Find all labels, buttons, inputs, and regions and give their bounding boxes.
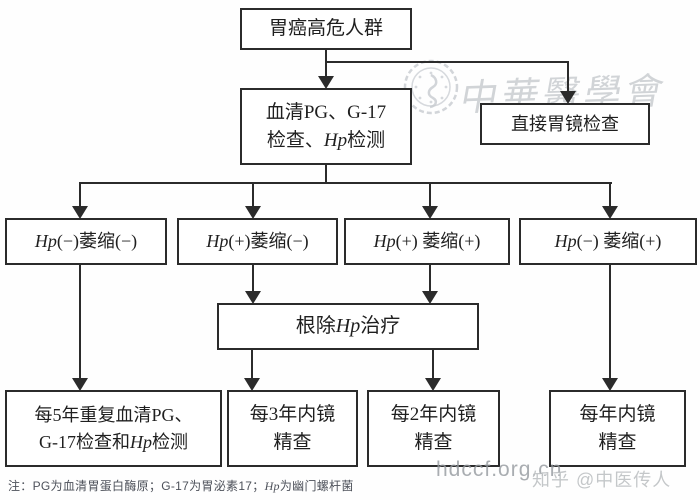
footnote: 注：PG为血清胃蛋白酶原；G-17为胃泌素17；Hp为幽门螺杆菌 xyxy=(8,479,354,493)
connector-drop-4 xyxy=(609,182,611,207)
node-label-line1: 每5年重复血清PG、 xyxy=(34,405,193,426)
connector-branch-gastroscopy-h xyxy=(325,61,569,63)
site-watermark: hdccf.org.cn xyxy=(436,458,563,481)
arrowhead-eradication-right xyxy=(422,291,438,304)
node-hp-eradication: 根除Hp治疗 xyxy=(217,303,479,350)
node-direct-gastroscopy: 直接胃镜检查 xyxy=(480,103,650,145)
node-hp-pos-atrophy-pos: Hp(+) 萎缩(+) xyxy=(344,218,510,265)
node-endoscopy-every-3-years: 每3年内镜 精查 xyxy=(227,390,358,467)
connector-d2-eradication xyxy=(252,265,254,292)
connector-highrisk-serum xyxy=(325,50,327,77)
node-label: 根除Hp治疗 xyxy=(295,315,401,337)
connector-d1-repeat5y xyxy=(79,265,81,379)
arrowhead-gastroscopy xyxy=(560,91,576,104)
arrowhead-branch-3 xyxy=(422,206,438,219)
arrowhead-annual xyxy=(602,378,618,391)
connector-eradication-3y xyxy=(251,350,253,379)
node-hp-neg-atrophy-neg: Hp(−)萎缩(−) xyxy=(5,218,167,265)
node-label-line1: 每3年内镜 xyxy=(249,403,336,425)
distribution-line xyxy=(79,182,612,184)
connector-drop-3 xyxy=(429,182,431,207)
node-label-line2: 检查、Hp检测 xyxy=(266,129,386,151)
connector-d3-eradication xyxy=(429,265,431,292)
node-label-line2: 精查 xyxy=(598,431,637,453)
arrowhead-branch-4 xyxy=(602,206,618,219)
node-hp-neg-atrophy-pos: Hp(−) 萎缩(+) xyxy=(519,218,697,265)
node-label-line1: 血清PG、G-17 xyxy=(265,101,387,123)
connector-serum-distribution xyxy=(325,165,327,184)
node-label: 直接胃镜检查 xyxy=(511,113,619,134)
node-high-risk-population: 胃癌高危人群 xyxy=(240,8,412,50)
node-serum-pg-g17-hp-test: 血清PG、G-17 检查、Hp检测 xyxy=(240,88,412,165)
arrowhead-repeat5y xyxy=(72,378,88,391)
node-hp-pos-atrophy-neg: Hp(+)萎缩(−) xyxy=(177,218,338,265)
node-label: Hp(−) 萎缩(+) xyxy=(554,231,662,252)
arrowhead-3y xyxy=(244,378,260,391)
node-label-line2: 精查 xyxy=(414,431,453,453)
arrowhead-serum xyxy=(318,76,334,89)
credit-watermark: 知乎 @中医传人 xyxy=(532,470,672,490)
node-label-line2: 精查 xyxy=(273,431,312,453)
arrowhead-branch-1 xyxy=(72,206,88,219)
node-repeat-every-5-years: 每5年重复血清PG、 G-17检查和Hp检测 xyxy=(5,390,222,467)
connector-drop-1 xyxy=(79,182,81,207)
arrowhead-branch-2 xyxy=(245,206,261,219)
node-label-line1: 每年内镜 xyxy=(579,403,656,425)
node-label: 胃癌高危人群 xyxy=(268,18,383,40)
arrowhead-eradication-left xyxy=(245,291,261,304)
connector-drop-2 xyxy=(252,182,254,207)
node-label: Hp(+) 萎缩(+) xyxy=(373,231,481,252)
node-label-line2: G-17检查和Hp检测 xyxy=(39,431,188,452)
node-endoscopy-every-2-years: 每2年内镜 精查 xyxy=(367,390,500,467)
node-label-line1: 每2年内镜 xyxy=(390,403,477,425)
connector-eradication-2y xyxy=(432,350,434,379)
connector-d4-annual xyxy=(609,265,611,379)
node-label: Hp(−)萎缩(−) xyxy=(34,231,138,252)
node-endoscopy-every-year: 每年内镜 精查 xyxy=(549,390,686,467)
node-label: Hp(+)萎缩(−) xyxy=(206,231,309,252)
connector-branch-gastroscopy-v xyxy=(567,61,569,92)
arrowhead-2y xyxy=(425,378,441,391)
